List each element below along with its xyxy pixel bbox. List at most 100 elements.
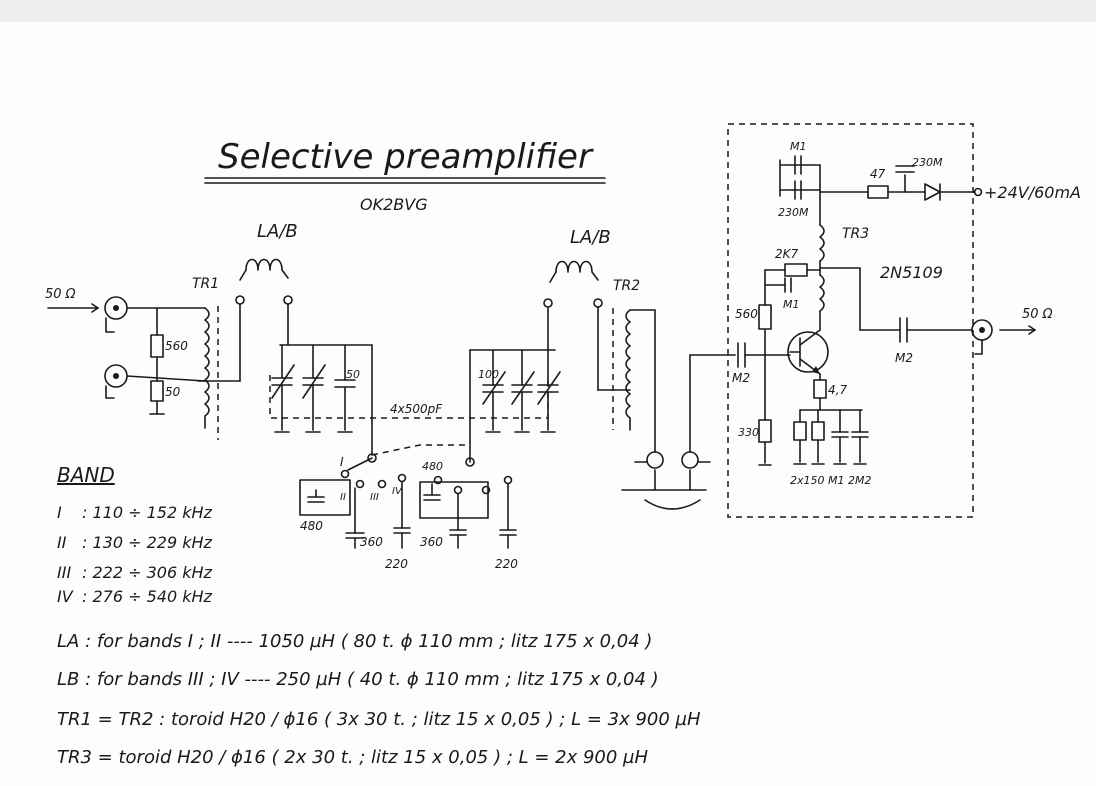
switch-b-caps bbox=[419, 481, 517, 549]
transistor-collector bbox=[799, 329, 821, 346]
switch-a-pole bbox=[367, 453, 377, 463]
scan-top-edge bbox=[0, 0, 1096, 22]
supply-terminal bbox=[973, 187, 983, 197]
resistor-560-bias bbox=[758, 304, 772, 330]
lab1-terminal-b bbox=[283, 295, 293, 305]
lab1-lead bbox=[239, 269, 247, 281]
mid-connector-a-icon bbox=[646, 451, 664, 469]
switch-pos-II: II bbox=[340, 492, 346, 503]
gang-linkage bbox=[269, 375, 549, 419]
r50-in-label: 50 bbox=[165, 385, 181, 399]
r330-label: 330 bbox=[738, 426, 759, 439]
r47-supply-label: 47 bbox=[870, 167, 886, 181]
lab2-label: LA/B bbox=[570, 227, 611, 248]
cap-100-label: 100 bbox=[478, 368, 499, 381]
r4-7-label: 4,7 bbox=[828, 383, 847, 397]
band-row-1-range: : 110 ÷ 152 kHz bbox=[82, 503, 213, 522]
resistor-2k7 bbox=[784, 263, 808, 277]
cap-360a-label: 360 bbox=[360, 535, 383, 549]
diode-icon bbox=[924, 183, 941, 201]
note-tr1-tr2: TR1 = TR2 : toroid H20 / ϕ16 ( 3x 30 t. … bbox=[57, 709, 701, 730]
switch-b-480-label: 480 bbox=[422, 460, 443, 473]
cap-230m-diode-label: 230M bbox=[912, 156, 943, 169]
resistor-4-7 bbox=[813, 379, 827, 399]
tr2-coil bbox=[625, 309, 631, 419]
input-impedance-label: 50 Ω bbox=[45, 287, 76, 302]
switch-a-arm bbox=[347, 457, 373, 471]
band-row-3-id: III bbox=[57, 563, 71, 582]
switch-pos-IV: IV bbox=[392, 486, 403, 497]
band-row-3-range: : 222 ÷ 306 kHz bbox=[82, 563, 213, 582]
band-row-4-id: IV bbox=[57, 587, 74, 606]
tr3-label: TR3 bbox=[842, 226, 869, 242]
lab1-label: LA/B bbox=[257, 221, 298, 242]
resistor-560-in bbox=[150, 334, 164, 358]
tr3-secondary-coil bbox=[819, 274, 825, 312]
output-ground bbox=[974, 339, 983, 355]
switch-a-pos3 bbox=[377, 479, 387, 489]
cap-m2-in-label: M2 bbox=[732, 371, 750, 385]
lab2-inductor-icon bbox=[555, 260, 599, 281]
band-row-4-range: : 276 ÷ 540 kHz bbox=[82, 587, 213, 606]
switch-pos-III: III bbox=[370, 492, 379, 503]
transistor-label: 2N5109 bbox=[880, 263, 943, 282]
cap-220b-label: 220 bbox=[495, 557, 518, 571]
r560-bias-label: 560 bbox=[735, 307, 758, 321]
switch-b-pos1 bbox=[433, 475, 443, 485]
switch-linkage bbox=[371, 444, 470, 456]
notes: LA : for bands I ; II ---- 1050 µH ( 80 … bbox=[57, 631, 701, 768]
switch-b-pos2 bbox=[453, 485, 463, 495]
switch-b-pos3 bbox=[481, 485, 491, 495]
transistor-2n5109-icon bbox=[787, 331, 829, 373]
tr1-primary-coil bbox=[204, 307, 210, 417]
cap-480-label: 480 bbox=[300, 519, 323, 533]
output-connector-pin bbox=[979, 327, 985, 333]
tank1-variable-caps bbox=[271, 344, 356, 433]
supply-label: +24V/60mA bbox=[984, 183, 1081, 202]
tr2-label: TR2 bbox=[613, 278, 640, 294]
switch-a-pos1 bbox=[340, 469, 350, 479]
switch-pos-I: I bbox=[340, 455, 344, 469]
switch-a-pos4 bbox=[397, 473, 407, 483]
mid-connector-b-icon bbox=[681, 451, 699, 469]
jumper-loop bbox=[644, 469, 701, 510]
input-connector-pin bbox=[113, 305, 119, 311]
amplifier-enclosure bbox=[727, 123, 974, 518]
lab1-terminal-a bbox=[235, 295, 245, 305]
note-la: LA : for bands I ; II ---- 1050 µH ( 80 … bbox=[57, 631, 652, 652]
second-connector-ground bbox=[105, 385, 115, 399]
lab2-terminal-a bbox=[543, 298, 553, 308]
input-ground bbox=[105, 317, 115, 333]
emitter-parts-label: 2x150 M1 2M2 bbox=[790, 474, 871, 487]
band-heading: BAND bbox=[57, 463, 115, 487]
emitter-parts bbox=[793, 409, 869, 465]
band-row-2-range: : 130 ÷ 229 kHz bbox=[82, 533, 213, 552]
input-arrowhead bbox=[91, 303, 99, 313]
cap-m2-out-label: M2 bbox=[895, 351, 913, 365]
cap-50-label: 50 bbox=[346, 368, 360, 381]
lab1-inductor-icon bbox=[245, 258, 289, 279]
wire-mid bbox=[126, 375, 206, 382]
tank2-variable-caps bbox=[482, 349, 561, 433]
output-arrowhead bbox=[1028, 325, 1036, 335]
tr1-label: TR1 bbox=[192, 276, 219, 292]
r2k7-label: 2K7 bbox=[775, 247, 799, 261]
emitter-arrow bbox=[812, 366, 820, 374]
cap-230m-top-label: 230M bbox=[778, 206, 809, 219]
resistor-330 bbox=[758, 419, 772, 443]
cap-360b-label: 360 bbox=[420, 535, 443, 549]
resistor-50-in bbox=[150, 380, 164, 402]
tr3-primary-coil bbox=[819, 224, 825, 262]
note-lb: LB : for bands III ; IV ---- 250 µH ( 40… bbox=[57, 669, 659, 690]
diagram-title: Selective preamplifier bbox=[218, 137, 594, 177]
band-row-2-id: II bbox=[57, 533, 67, 552]
cap-220a-label: 220 bbox=[385, 557, 408, 571]
output-impedance-label: 50 Ω bbox=[1022, 307, 1053, 322]
lab2-terminal-b bbox=[593, 298, 603, 308]
cap-m1-fb-label: M1 bbox=[783, 298, 800, 311]
lab2-lead bbox=[549, 271, 557, 283]
band-row-1-id: I bbox=[57, 503, 62, 522]
band-table: I : 110 ÷ 152 kHz II : 130 ÷ 229 kHz III… bbox=[57, 503, 213, 606]
